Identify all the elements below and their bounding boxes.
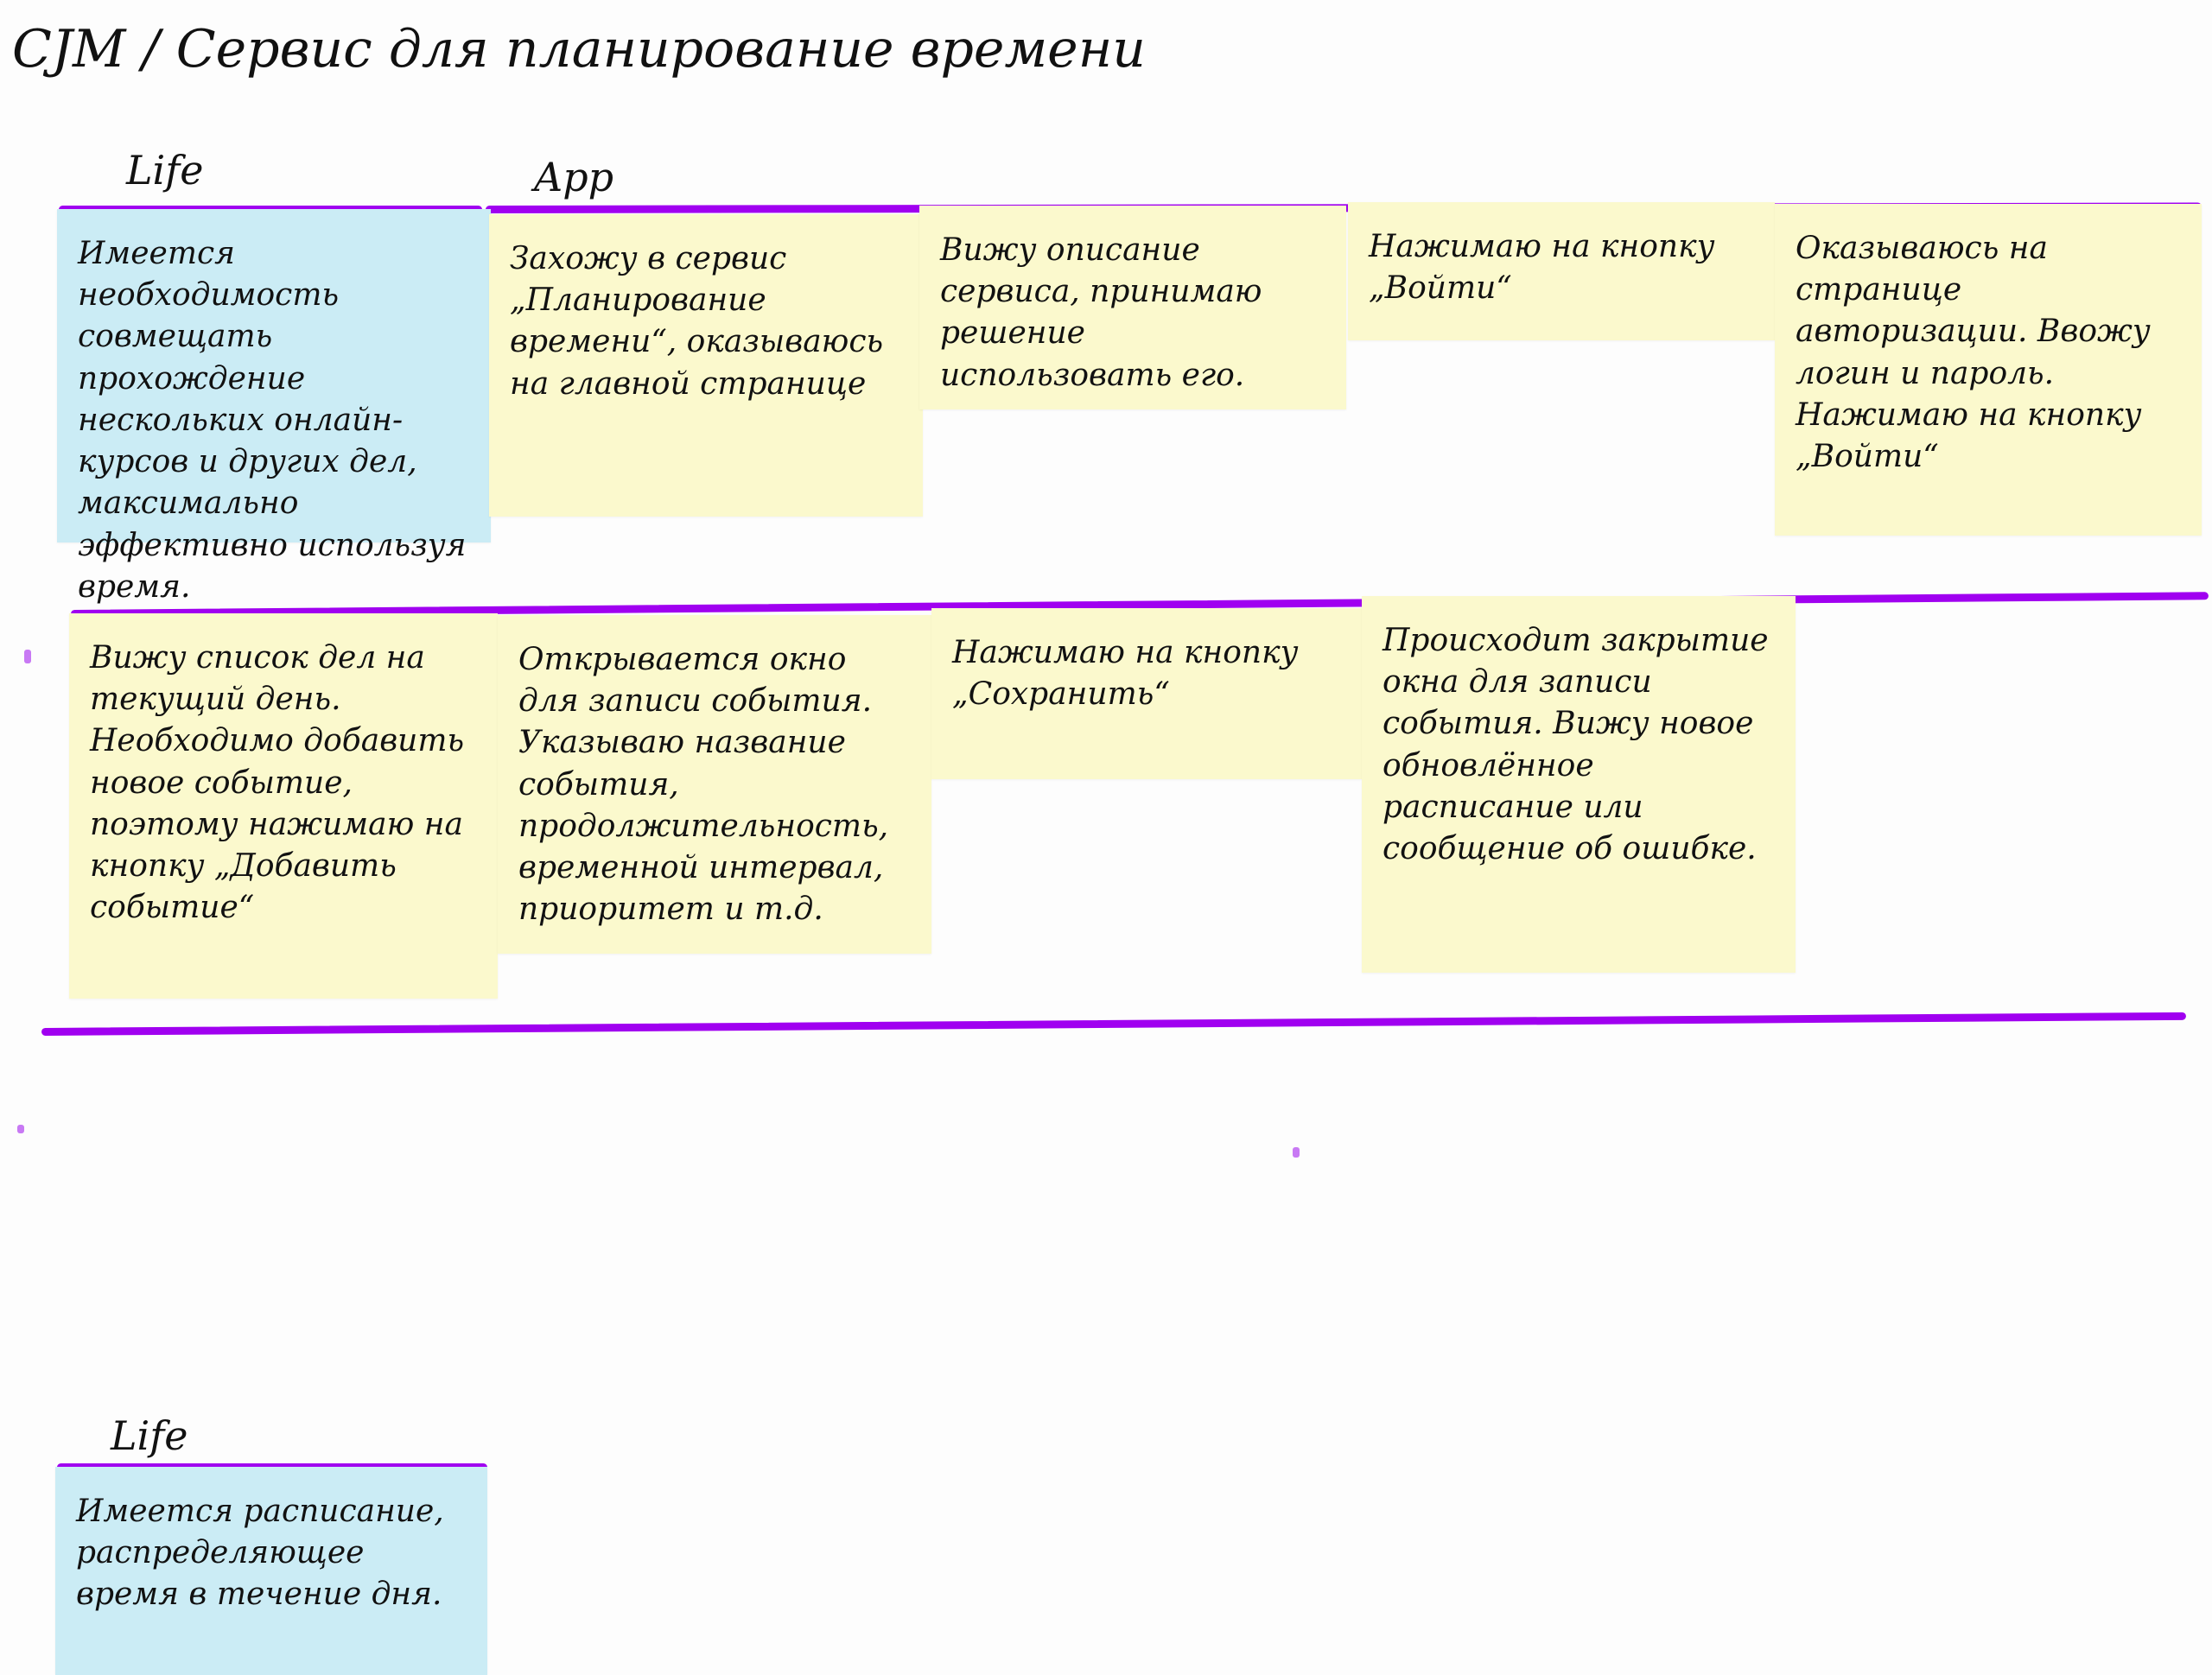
sticky-note-text: Захожу в сервис „Планирование времени“, …	[510, 241, 884, 402]
sticky-note-app-6: Открывается окно для записи события. Ука…	[498, 615, 931, 954]
sticky-note-app-8: Происходит закрытие окна для записи собы…	[1362, 596, 1796, 973]
sticky-note-text: Оказываюсь на странице авторизации. Ввож…	[1796, 231, 2151, 475]
sticky-note-app-2: Вижу описание сервиса, принимаю решение …	[919, 206, 1346, 409]
lane-label-app: App	[534, 154, 614, 200]
lane-label-life-top: Life	[126, 147, 204, 194]
sticky-note-text: Вижу список дел на текущий день. Необход…	[90, 640, 465, 926]
sticky-note-text: Вижу описание сервиса, принимаю решение …	[940, 232, 1262, 393]
sticky-note-text: Нажимаю на кнопку „Сохранить“	[952, 635, 1299, 713]
sticky-note-life-2: Имеется расписание, распределяющее время…	[55, 1467, 487, 1675]
sticky-note-app-4: Оказываюсь на странице авторизации. Ввож…	[1775, 204, 2202, 536]
marker-speck	[1293, 1147, 1300, 1158]
sticky-note-app-1: Захожу в сервис „Планирование времени“, …	[489, 214, 923, 517]
marker-speck	[24, 650, 31, 663]
page-title: CJM / Сервис для планирование времени	[12, 19, 1146, 79]
sticky-note-app-7: Нажимаю на кнопку „Сохранить“	[931, 608, 1362, 779]
sticky-note-text: Имеется расписание, распределяющее время…	[76, 1494, 444, 1613]
sticky-note-app-5: Вижу список дел на текущий день. Необход…	[69, 613, 498, 999]
marker-speck	[17, 1125, 24, 1133]
marker-line-row2-bottom	[41, 1012, 2186, 1036]
sticky-note-life-1: Имеется необходимость совмещать прохожде…	[57, 209, 491, 605]
lane-label-life-bottom: Life	[111, 1412, 188, 1459]
sticky-note-text: Открывается окно для записи события. Ука…	[518, 642, 889, 928]
sticky-note-text: Происходит закрытие окна для записи собы…	[1382, 623, 1769, 867]
sticky-note-text: Нажимаю на кнопку „Войти“	[1369, 229, 1715, 307]
sticky-note-app-3: Нажимаю на кнопку „Войти“	[1348, 202, 1775, 340]
sticky-note-text: Имеется необходимость совмещать прохожде…	[78, 236, 467, 605]
